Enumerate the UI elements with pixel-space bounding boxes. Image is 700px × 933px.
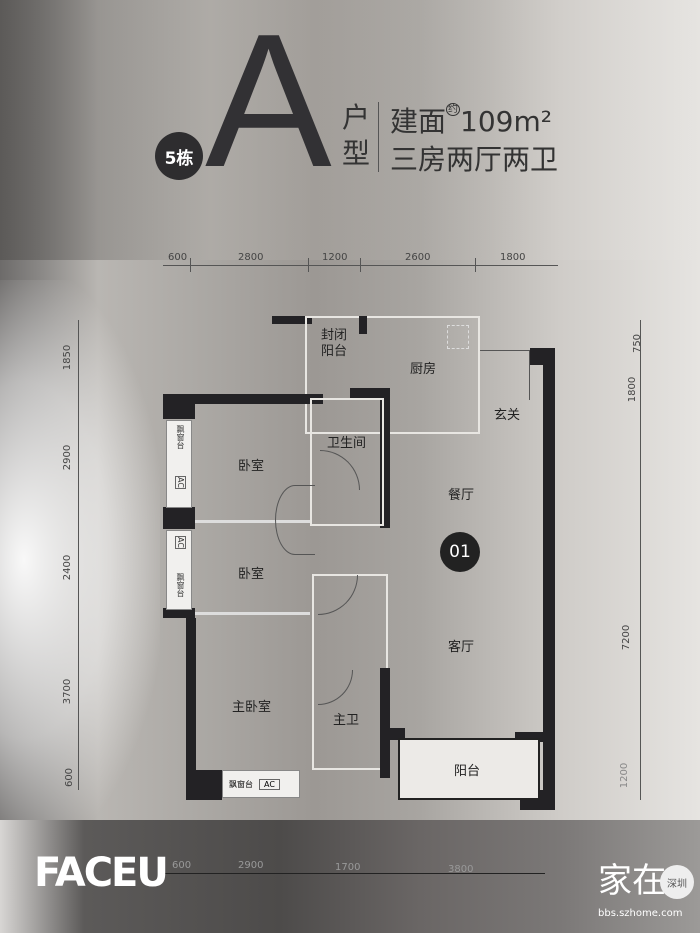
wall [380, 388, 390, 528]
area-line: 建面约109m² [390, 100, 552, 140]
wall [186, 618, 196, 800]
left-dim: 1850 [62, 344, 74, 371]
light-glare [0, 280, 160, 840]
room-label-master-bedroom: 主卧室 [232, 700, 272, 715]
bottom-dim: 1700 [335, 862, 361, 873]
bottom-dim-line [165, 873, 545, 874]
room-label-entry: 玄关 [494, 408, 521, 423]
city-watermark: 深圳 [660, 865, 694, 899]
wall [515, 732, 545, 742]
layout-description: 三房两厅两卫 [390, 143, 559, 176]
bay-window-label: 飘窗台 [176, 425, 185, 449]
bay-window-label: 飘窗台 [229, 779, 253, 789]
background-shade [0, 0, 700, 260]
wall [163, 394, 195, 419]
wall [163, 394, 323, 404]
right-dim: 750 [632, 333, 644, 354]
faceu-watermark: FACEU [34, 850, 169, 896]
room-label-balcony: 阳台 [454, 764, 481, 779]
right-dim: 1800 [627, 376, 639, 403]
divider [378, 102, 379, 172]
bay-window: 飘窗台 AC [222, 770, 300, 798]
partition [195, 612, 310, 615]
approx-mark: 约 [446, 103, 461, 116]
right-dim: 1200 [619, 762, 631, 789]
room-label-bathroom: 卫生间 [327, 436, 367, 451]
bottom-panel [0, 820, 700, 933]
bottom-dim: 600 [172, 860, 192, 871]
right-dim: 7200 [621, 624, 633, 651]
top-dim: 1200 [322, 252, 348, 263]
dim-tick [190, 258, 191, 272]
unit-letter: A [205, 0, 332, 207]
top-dim: 2800 [238, 252, 264, 263]
top-dim: 600 [168, 252, 188, 263]
left-dim: 2900 [62, 444, 74, 471]
bay-window: 飘窗台 AC [166, 420, 192, 508]
bay-window-label: 飘窗台 [176, 573, 185, 597]
unit-type-label: 户型 [342, 101, 371, 170]
wall [186, 770, 222, 800]
unit-number-badge: 01 [440, 532, 480, 572]
site-watermark: 家在 [598, 861, 666, 901]
wall [350, 388, 390, 398]
kitchen-outline [305, 316, 480, 434]
ac-label: AC [175, 476, 186, 489]
left-dim: 600 [64, 767, 76, 788]
dim-tick [308, 258, 309, 272]
ac-label: AC [259, 778, 280, 790]
top-dim: 1800 [500, 252, 526, 263]
left-dim-line [78, 320, 79, 790]
wall [272, 316, 312, 324]
building-badge: 5栋 [155, 132, 203, 180]
bottom-dim: 2900 [238, 860, 264, 871]
bathroom-outline [310, 398, 384, 526]
dim-tick [360, 258, 361, 272]
wall [380, 668, 390, 778]
bay-window: AC 飘窗台 [166, 530, 192, 610]
wall [385, 728, 405, 740]
balcony-area [398, 738, 540, 800]
right-dim-line [640, 320, 641, 800]
wall [359, 316, 367, 334]
bottom-dim: 3800 [448, 864, 474, 875]
top-dim: 2600 [405, 252, 431, 263]
ac-label: AC [175, 536, 186, 549]
door-swing [275, 485, 315, 555]
room-label-kitchen: 厨房 [410, 362, 437, 377]
door-swing [480, 350, 530, 400]
room-label-master-bath: 主卫 [333, 713, 360, 728]
wall [163, 507, 195, 529]
left-dim: 3700 [62, 678, 74, 705]
kitchen-shaft [447, 325, 469, 349]
room-label-living: 客厅 [448, 640, 475, 655]
room-label-bedroom: 卧室 [238, 567, 265, 582]
dim-tick [475, 258, 476, 272]
partition [195, 520, 310, 523]
wall [163, 608, 195, 618]
left-dim: 2400 [62, 554, 74, 581]
room-label-dining: 餐厅 [448, 488, 475, 503]
area-label: 建面 [390, 105, 447, 138]
area-value: 109m² [460, 105, 552, 138]
room-label-enclosed-balcony: 封闭阳台 [321, 328, 348, 359]
room-label-bedroom: 卧室 [238, 459, 265, 474]
url-watermark: bbs.szhome.com [598, 908, 683, 919]
wall [543, 348, 555, 810]
